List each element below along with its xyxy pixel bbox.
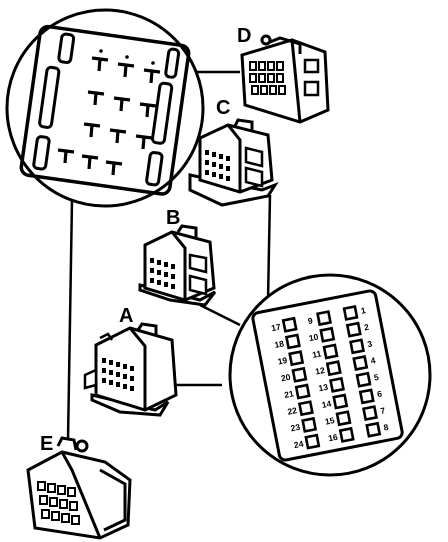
pin-square	[338, 426, 355, 443]
leader-line-b	[199, 303, 241, 327]
t-terminal	[143, 68, 161, 84]
t-terminal	[135, 134, 153, 150]
connector-c	[188, 118, 279, 207]
pin-number: 11	[311, 348, 322, 360]
pin-number: 9	[307, 315, 314, 326]
pin-square	[345, 321, 362, 338]
pin-number: 6	[376, 388, 383, 399]
pin-square	[288, 350, 305, 367]
pin-square	[332, 393, 349, 410]
leader-line-e	[66, 199, 74, 441]
pin-number: 12	[314, 365, 325, 377]
pin-square	[322, 343, 339, 360]
pin-square	[297, 400, 314, 417]
label-a: A	[119, 305, 133, 327]
pin-number: 21	[283, 388, 294, 400]
pin-square	[294, 383, 311, 400]
pin-number: 22	[287, 405, 298, 417]
terminal-dot	[99, 49, 103, 53]
label-e: E	[40, 433, 53, 455]
label-d: D	[237, 25, 251, 47]
pin-number: 24	[293, 438, 304, 450]
t-terminal	[81, 154, 99, 170]
pin-number: 3	[367, 338, 374, 349]
pin-number: 19	[277, 355, 288, 367]
t-terminal	[113, 96, 131, 112]
pin-number: 17	[270, 322, 281, 334]
t-terminal	[87, 90, 105, 106]
pin-square	[329, 376, 345, 393]
pin-square	[362, 405, 378, 422]
pin-number: 18	[274, 338, 285, 350]
connector-b	[138, 224, 217, 307]
pin-square	[304, 433, 321, 450]
pin-number: 20	[280, 372, 291, 384]
pin-number: 14	[321, 398, 332, 410]
pin-number: 7	[379, 405, 386, 416]
terminal-dot	[151, 61, 155, 65]
pin-square	[342, 304, 359, 321]
pin-square	[355, 371, 372, 388]
label-b: B	[166, 207, 180, 229]
pin-square	[352, 355, 369, 371]
t-terminal	[117, 62, 135, 78]
connector-d	[240, 34, 330, 124]
t-terminal	[109, 128, 127, 144]
label-c: C	[216, 97, 230, 119]
pin-number: 16	[327, 432, 338, 444]
detail-circle-terminals	[5, 8, 205, 208]
pin-number: 15	[324, 415, 335, 427]
pin-number: 5	[373, 372, 380, 383]
pin-square	[349, 338, 365, 355]
pin-square	[301, 416, 318, 433]
pin-number: 23	[290, 422, 301, 434]
pin-number: 4	[370, 355, 377, 366]
t-terminal	[139, 102, 157, 118]
t-terminal	[83, 122, 101, 138]
pin-number: 10	[308, 332, 319, 344]
t-terminal	[57, 148, 75, 164]
pin-square	[365, 421, 382, 438]
pin-square	[281, 316, 298, 333]
detail-circle-pinout	[228, 273, 432, 477]
pin-number: 13	[318, 382, 329, 394]
t-terminal	[91, 56, 109, 72]
pin-square	[335, 410, 352, 427]
pin-square	[284, 333, 301, 350]
pin-square	[358, 388, 375, 405]
connector-a	[83, 322, 178, 417]
pin-number: 8	[383, 422, 390, 433]
pin-number: 2	[363, 322, 370, 333]
terminal-dot	[125, 55, 129, 59]
pin-square	[319, 326, 336, 343]
pin-square	[325, 360, 342, 377]
pin-square	[316, 310, 333, 327]
leader-line-c	[266, 194, 272, 301]
connector-e	[26, 436, 132, 540]
pin-square	[291, 366, 308, 383]
t-terminal	[105, 160, 123, 176]
pin-number: 1	[360, 305, 367, 316]
